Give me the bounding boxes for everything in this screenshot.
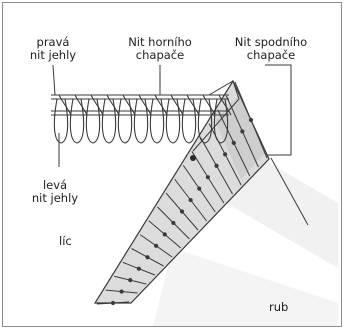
stitch-knot [146,256,149,259]
label-face-side: líc [59,235,72,248]
label-upper-looper-line2: chapače [128,49,192,62]
stitch-knot [215,164,218,167]
stitch-knot [172,221,175,224]
stitch-knot [241,130,244,133]
stitch-knot [224,153,227,156]
label-upper-looper-thread: Nit horního chapače [128,36,192,62]
stitch-knot [163,233,166,236]
stitch-knot [249,118,252,121]
chain-twist [123,95,135,115]
label-lower-looper-thread: Nit spodního chapače [235,36,307,62]
stitch-knot [232,141,235,144]
stitch-knot [129,279,132,282]
stitch-knot [111,301,114,304]
label-left-needle-thread: levá nit jehly [32,179,78,205]
stitch-knot [120,290,123,293]
stitch-knot [189,198,192,201]
chain-twist [107,95,119,115]
chain-twist [139,95,151,115]
stitch-knot [206,176,209,179]
diagram-frame: pravá nit jehly Nit horního chapače Nit … [2,2,342,327]
label-lower-looper-line2: chapače [235,49,307,62]
chain-twist [75,95,87,115]
label-left-needle-line2: nit jehly [32,192,78,205]
thread-knot [190,155,196,161]
stitch-knot [155,244,158,247]
chain-twist [59,95,71,115]
chain-twist [171,95,183,115]
chain-twist [203,95,215,115]
stitch-knot [180,210,183,213]
label-back-side: rub [269,301,288,314]
chain-twist [155,95,167,115]
stitch-knot [198,187,201,190]
stitch-knot [137,267,140,270]
label-right-needle-thread: pravá nit jehly [30,36,76,62]
chain-twist [91,95,103,115]
label-right-needle-line2: nit jehly [30,49,76,62]
chain-twist [187,95,199,115]
